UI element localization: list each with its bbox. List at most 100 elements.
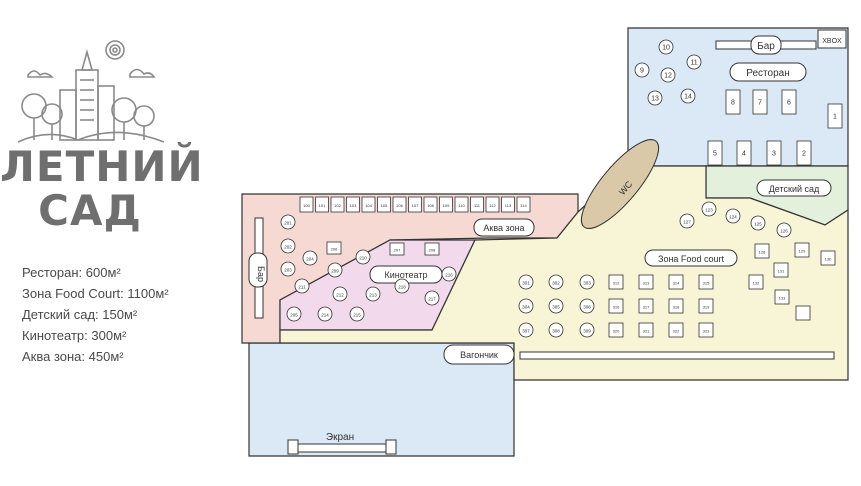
table-rect[interactable]: 206 bbox=[326, 241, 342, 255]
table-number: 320 bbox=[613, 329, 620, 334]
table-rect[interactable]: 313 bbox=[638, 274, 654, 290]
table-rect[interactable]: 106 bbox=[392, 196, 407, 213]
table-rect[interactable]: 316 bbox=[608, 298, 624, 314]
table-rect[interactable]: 320 bbox=[608, 322, 624, 338]
table-number: 217 bbox=[428, 297, 436, 302]
table-rect[interactable]: 109 bbox=[439, 196, 453, 213]
table-round[interactable]: 10 bbox=[658, 39, 674, 55]
table-rect[interactable]: 108 bbox=[423, 196, 438, 213]
table-round[interactable]: 204 bbox=[302, 250, 318, 266]
table-rect[interactable]: 110 bbox=[454, 196, 469, 213]
table-round[interactable]: 306 bbox=[579, 298, 595, 314]
table-round[interactable]: 126 bbox=[776, 222, 792, 238]
table-rect[interactable]: 102 bbox=[330, 196, 345, 213]
table-rect[interactable]: 113 bbox=[501, 196, 515, 213]
table-rect[interactable]: 8 bbox=[725, 89, 741, 115]
table-rect[interactable]: 3 bbox=[766, 140, 782, 166]
table-rect[interactable]: 317 bbox=[638, 298, 654, 314]
table-rect[interactable]: 2 bbox=[796, 140, 812, 166]
table-round[interactable]: 213 bbox=[365, 286, 381, 302]
table-rect[interactable]: 321 bbox=[638, 322, 654, 338]
table-rect[interactable]: 104 bbox=[361, 196, 376, 213]
table-rect[interactable]: 114 bbox=[516, 196, 531, 213]
table-round[interactable]: 305 bbox=[548, 298, 564, 314]
table-number: 206 bbox=[331, 247, 338, 252]
table-round[interactable]: 309 bbox=[579, 322, 595, 338]
table-round[interactable]: 11 bbox=[686, 54, 702, 70]
table-rect[interactable]: 7 bbox=[752, 89, 768, 115]
table-rect[interactable]: 323 bbox=[698, 322, 714, 338]
brand-title-line1: ЛЕТНИЙ bbox=[0, 142, 204, 191]
table-rect[interactable]: 1 bbox=[827, 103, 843, 129]
table-round[interactable]: 212 bbox=[332, 286, 348, 302]
table-rect[interactable]: 128 bbox=[754, 243, 770, 259]
table-number: 7 bbox=[758, 100, 762, 107]
table-rect[interactable]: 208 bbox=[424, 242, 440, 256]
table-number: 124 bbox=[729, 215, 737, 220]
serving-counter[interactable] bbox=[519, 351, 835, 360]
table-rect[interactable]: 132 bbox=[748, 274, 764, 290]
table-round[interactable]: 201 bbox=[280, 214, 296, 230]
table-number: 205 bbox=[290, 313, 298, 318]
table-number: 8 bbox=[731, 100, 735, 107]
table-rect[interactable]: 322 bbox=[668, 322, 684, 338]
table-rect[interactable]: 112 bbox=[485, 196, 500, 213]
table-round[interactable]: 304 bbox=[518, 298, 534, 314]
table-number: 123 bbox=[705, 208, 713, 213]
table-rect[interactable]: 319 bbox=[698, 298, 714, 314]
table-round[interactable]: 12 bbox=[660, 67, 676, 83]
table-round[interactable]: 205 bbox=[286, 306, 302, 322]
table-number: 201 bbox=[284, 221, 292, 226]
table-rect[interactable]: 130 bbox=[820, 250, 836, 266]
table-round[interactable]: 211 bbox=[294, 278, 310, 294]
xbox-box[interactable] bbox=[817, 29, 847, 49]
table-round[interactable]: 123 bbox=[701, 201, 717, 217]
table-rect[interactable]: 4 bbox=[736, 140, 752, 166]
table-rect[interactable]: 6 bbox=[781, 89, 797, 115]
table-rect[interactable]: 105 bbox=[377, 196, 391, 213]
table-round[interactable]: 217 bbox=[424, 290, 440, 306]
table-rect[interactable]: 314 bbox=[668, 274, 684, 290]
table-round[interactable]: 125 bbox=[750, 215, 766, 231]
table-round[interactable]: 308 bbox=[548, 322, 564, 338]
table-rect[interactable]: 129 bbox=[794, 242, 810, 258]
table-round[interactable]: 307 bbox=[518, 322, 534, 338]
table-round[interactable]: 301 bbox=[518, 274, 534, 290]
table-round[interactable]: 215 bbox=[349, 306, 365, 322]
table-rect[interactable]: 207 bbox=[389, 242, 405, 256]
table-rect[interactable]: 111 bbox=[470, 196, 484, 213]
table-number: 322 bbox=[673, 329, 680, 334]
table-round[interactable]: 216 bbox=[441, 266, 457, 282]
table-round[interactable]: 209 bbox=[327, 262, 343, 278]
kids-label-box bbox=[756, 179, 832, 197]
table-rect[interactable]: 5 bbox=[707, 140, 723, 166]
table-number: 209 bbox=[331, 269, 339, 274]
table-rect[interactable]: 131 bbox=[773, 262, 789, 278]
table-round[interactable]: 13 bbox=[647, 90, 663, 106]
table-round[interactable]: 218 bbox=[394, 278, 410, 294]
table-round[interactable]: 210 bbox=[355, 249, 371, 265]
screen-bar[interactable] bbox=[295, 443, 389, 453]
table-rect[interactable]: 100 bbox=[299, 196, 314, 213]
table-round[interactable]: 214 bbox=[317, 306, 333, 322]
table-round[interactable]: 203 bbox=[280, 261, 296, 277]
table-round[interactable]: 124 bbox=[725, 208, 741, 224]
table-rect[interactable] bbox=[795, 305, 811, 321]
table-rect[interactable]: 103 bbox=[346, 196, 360, 213]
table-rect[interactable]: 318 bbox=[668, 298, 684, 314]
table-rect[interactable]: 312 bbox=[608, 274, 624, 290]
table-rect[interactable]: 315 bbox=[698, 274, 714, 290]
table-round[interactable]: 302 bbox=[548, 274, 564, 290]
table-round[interactable]: 14 bbox=[680, 88, 696, 104]
table-round[interactable]: 202 bbox=[280, 238, 296, 254]
table-rect[interactable]: 101 bbox=[315, 196, 329, 213]
wagon-box[interactable] bbox=[443, 344, 515, 365]
table-rect[interactable]: 107 bbox=[408, 196, 422, 213]
table-round[interactable]: 9 bbox=[634, 62, 650, 78]
table-round[interactable]: 303 bbox=[579, 274, 595, 290]
table-rect[interactable]: 133 bbox=[774, 289, 790, 305]
table-round[interactable]: 127 bbox=[679, 213, 695, 229]
table-number: 304 bbox=[522, 305, 530, 310]
wc-block[interactable]: WC bbox=[570, 130, 670, 239]
table-number: 109 bbox=[443, 203, 450, 208]
